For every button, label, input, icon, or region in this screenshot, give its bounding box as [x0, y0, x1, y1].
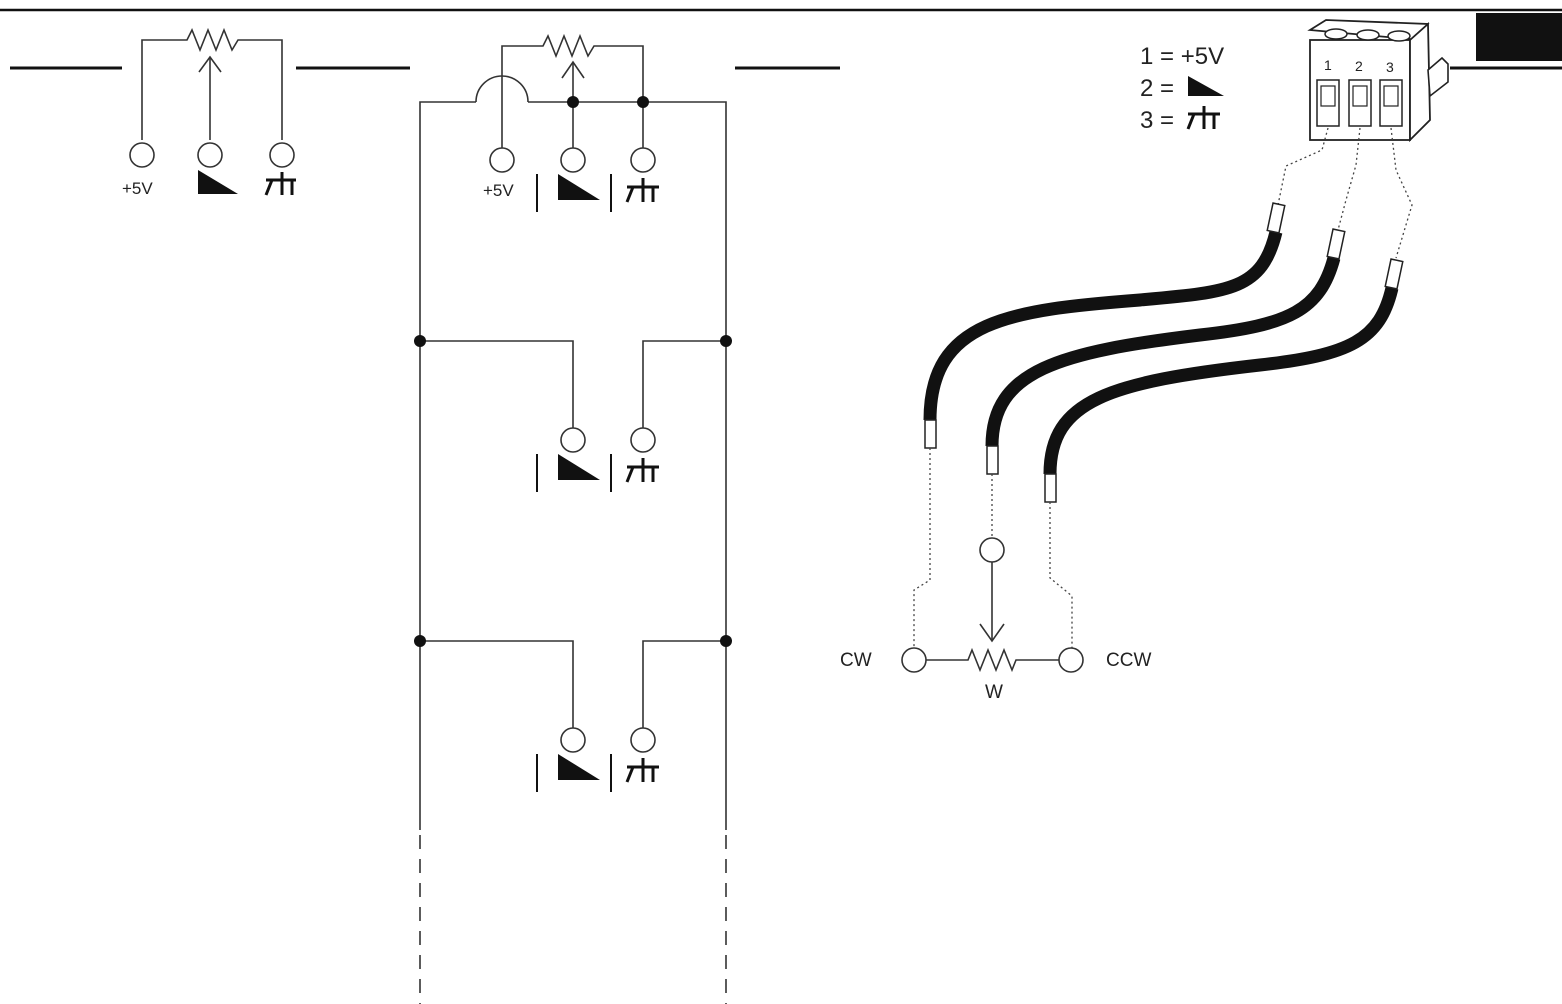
cable	[985, 228, 1346, 475]
cable	[923, 202, 1286, 449]
ground-icon	[625, 758, 659, 783]
terminal-circle	[489, 147, 515, 173]
diagram-single-pot: +5V	[122, 27, 296, 198]
page-tab-marker	[1476, 13, 1562, 61]
terminal-circle	[630, 427, 656, 453]
legend-line-1: 1 = +5V	[1140, 43, 1224, 70]
junction-dot	[414, 335, 426, 347]
junction-dot	[720, 335, 732, 347]
legend-line-3: 3 =	[1140, 107, 1174, 134]
signal-wedge-icon	[1188, 76, 1224, 96]
junction-dot	[414, 635, 426, 647]
input-unit	[536, 427, 659, 492]
pin-number-2: 2	[1355, 58, 1363, 74]
terminal-circle	[129, 142, 155, 168]
legend-line-2: 2 =	[1140, 75, 1174, 102]
diagram-connector-wiring: 1 = +5V 2 = 3 = 1 2 3	[840, 19, 1449, 703]
ground-icon	[264, 172, 296, 196]
pin-number-3: 3	[1386, 59, 1394, 75]
terminal-circle	[1058, 647, 1084, 673]
terminal-circle	[560, 147, 586, 173]
potentiometer-symbol	[501, 33, 644, 148]
ccw-label: CCW	[1106, 650, 1151, 671]
three-pin-connector: 1 2 3	[1307, 19, 1449, 143]
pin-number-1: 1	[1324, 57, 1332, 73]
supply-label: +5V	[483, 181, 514, 200]
signal-wedge-icon	[558, 174, 600, 200]
terminal-circle	[630, 727, 656, 753]
junction-dot	[637, 96, 649, 108]
input-unit: +5V	[483, 147, 659, 212]
ground-icon	[1186, 106, 1220, 130]
terminal-circle	[560, 427, 586, 453]
terminal-circle	[269, 142, 295, 168]
terminal-circle	[979, 537, 1005, 563]
supply-label: +5V	[122, 179, 153, 198]
terminal-circle	[197, 142, 223, 168]
terminal-circle	[630, 147, 656, 173]
pin-legend: 1 = +5V 2 = 3 =	[1140, 43, 1224, 134]
cable	[1043, 258, 1404, 503]
signal-wedge-icon	[558, 754, 600, 780]
junction-dot	[720, 635, 732, 647]
ground-icon	[625, 178, 659, 203]
potentiometer-symbol	[141, 27, 283, 140]
ground-icon	[625, 458, 659, 483]
wiper-label: W	[985, 682, 1003, 703]
diagram-parallel-inputs: +5V	[414, 33, 732, 1004]
signal-wedge-icon	[558, 454, 600, 480]
terminal-circle	[560, 727, 586, 753]
potentiometer-symbol: CW CCW W	[840, 537, 1151, 703]
terminal-circle	[901, 647, 927, 673]
junction-dot	[567, 96, 579, 108]
input-unit	[536, 727, 659, 792]
cw-label: CW	[840, 650, 872, 671]
signal-wedge-icon	[198, 170, 238, 194]
